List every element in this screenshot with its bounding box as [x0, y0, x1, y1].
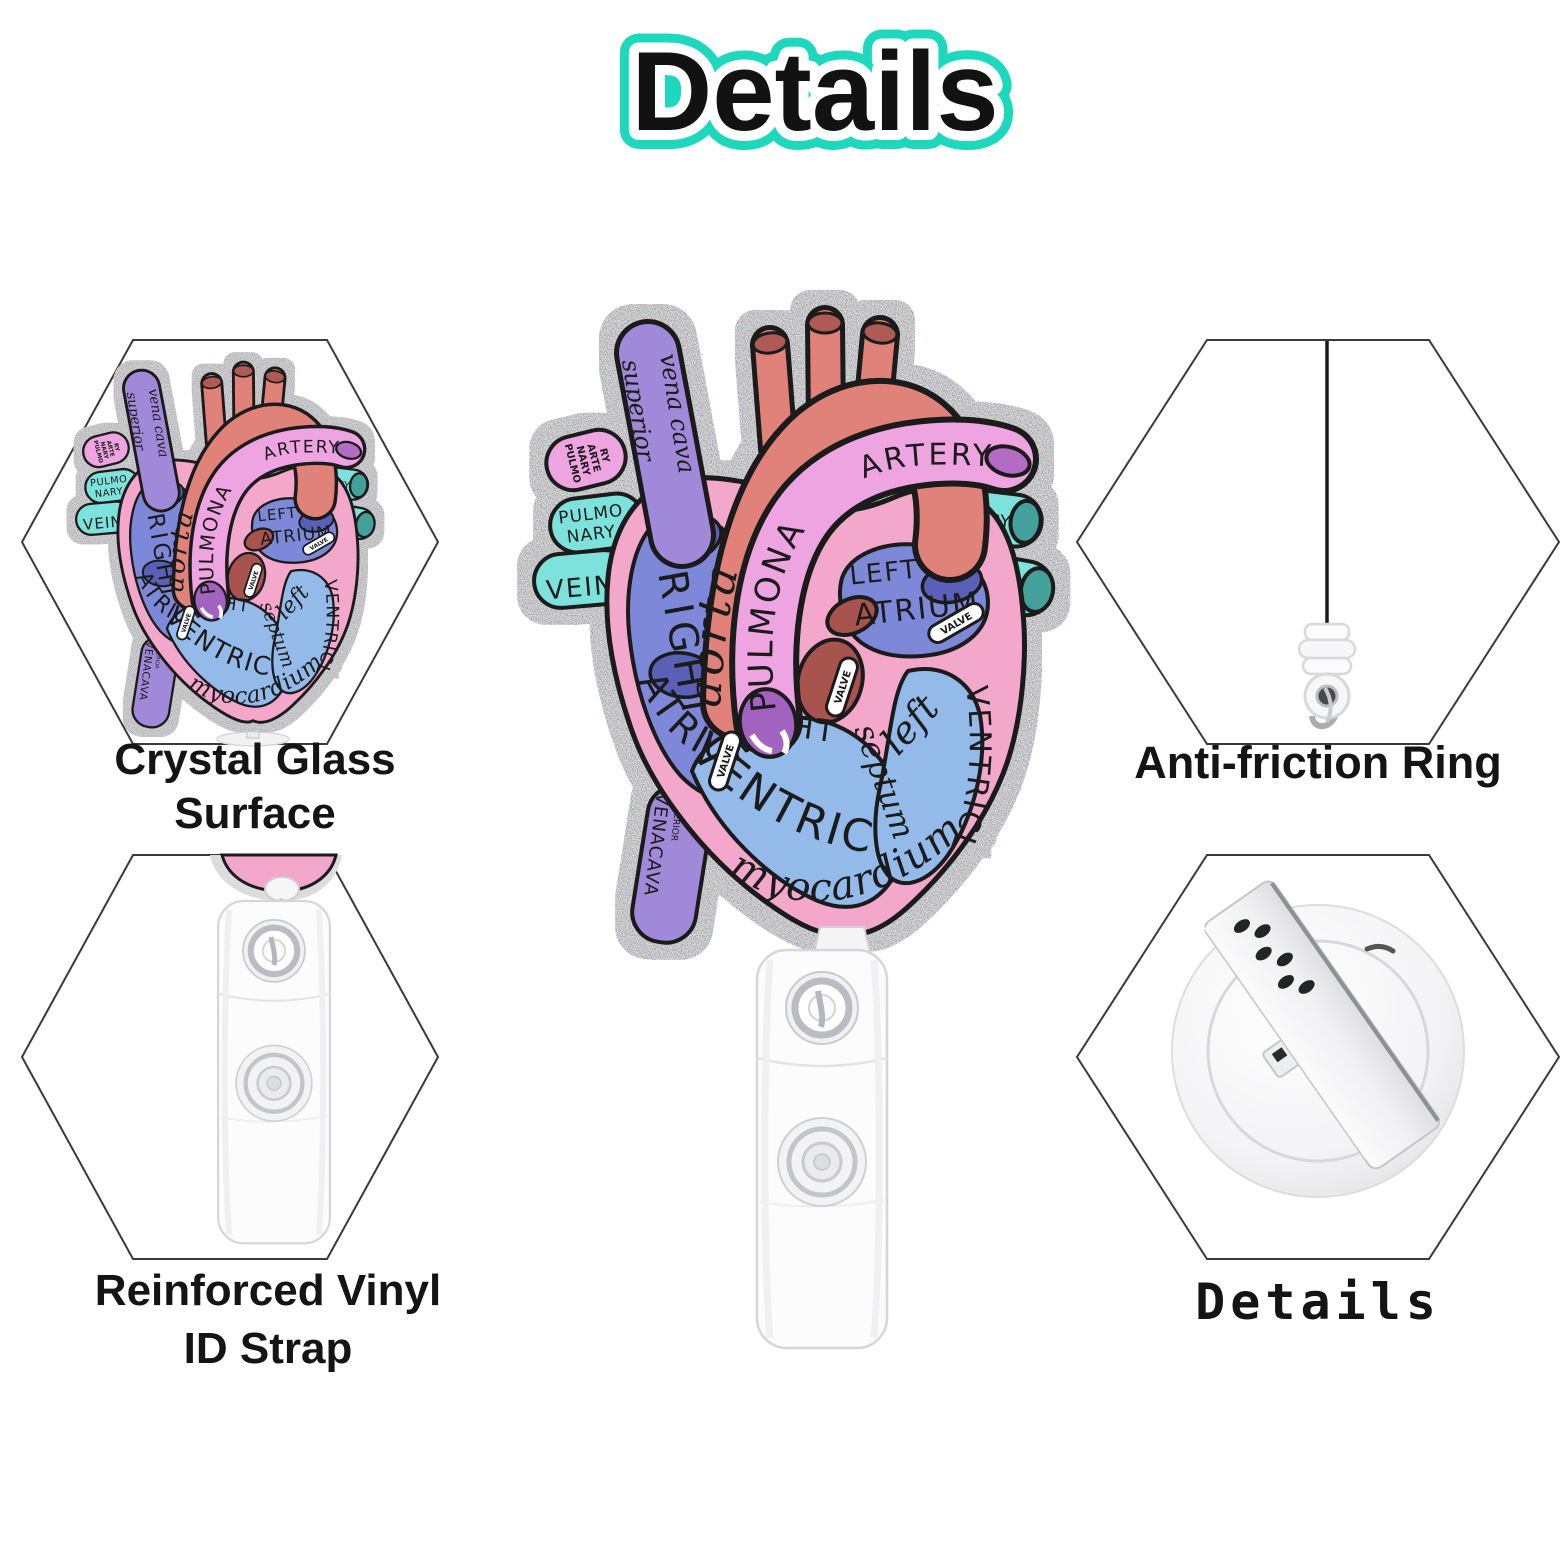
callout-crystal-glass: Crystal Glass Surface	[20, 334, 440, 838]
wire-in-grommet	[815, 990, 826, 1028]
main-product-photo	[500, 275, 1080, 1375]
caption-strap-2: ID Strap	[184, 1324, 353, 1373]
strap-photo	[210, 853, 342, 1243]
reel-seam	[1206, 939, 1430, 1163]
hook-through-hole	[1323, 686, 1333, 723]
caption-strap-1: Reinforced Vinyl	[95, 1266, 441, 1315]
wire-in-grommet	[268, 936, 278, 966]
caption-anti-friction: Anti-friction Ring	[1134, 737, 1501, 788]
reel-knob	[264, 876, 300, 902]
caption-crystal-glass-2: Surface	[174, 789, 335, 838]
hexagon-frame	[1075, 339, 1561, 745]
caption-crystal-glass-1: Crystal Glass	[114, 735, 395, 784]
reel-back-photo	[1171, 880, 1465, 1198]
callout-id-strap: Reinforced Vinyl ID Strap	[20, 853, 441, 1373]
clip-grip-dots	[1233, 919, 1315, 994]
anti-friction-ring-photo	[1297, 341, 1357, 730]
title-sticker: Details Details Details	[612, 10, 1017, 173]
caption-details: Details	[1195, 1273, 1441, 1331]
callout-reel-back: Details	[1075, 854, 1561, 1331]
page-title-outline: Details	[631, 29, 998, 154]
badge-photo-small	[59, 334, 377, 746]
page-title: Details	[631, 29, 998, 154]
latch-slot	[1271, 1047, 1288, 1063]
page-title-halo: Details	[631, 29, 998, 154]
spring-slot	[1364, 943, 1396, 954]
callout-anti-friction-ring: Anti-friction Ring	[1075, 339, 1561, 788]
belt-clip	[1203, 880, 1441, 1170]
